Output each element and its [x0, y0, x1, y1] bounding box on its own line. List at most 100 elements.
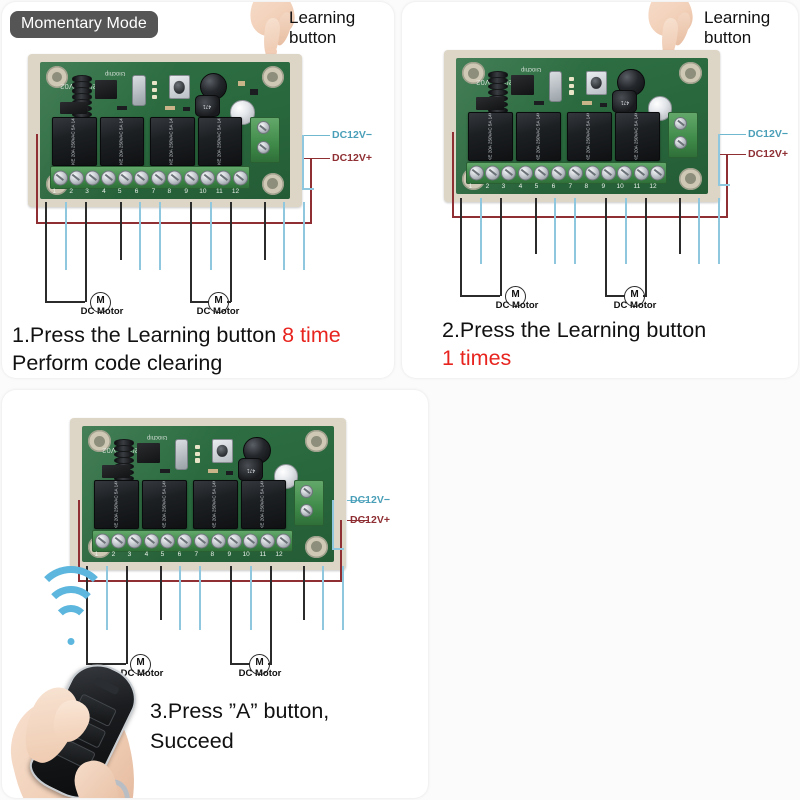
power-terminal-block	[667, 112, 698, 159]
wire-black	[230, 566, 232, 664]
relay-label: GuoKE 20A 250VAC 5A 14VDC	[118, 116, 124, 166]
wifi-signal-icon	[33, 566, 109, 646]
screw-terminal[interactable]	[300, 504, 314, 518]
wire-red	[340, 520, 342, 581]
dc-pos-leader	[347, 520, 369, 522]
wire-black	[45, 202, 47, 302]
dc-neg-label: DC12V−	[748, 128, 788, 140]
relay-4: GuoKE 20A 250VAC 5A 14VDC	[614, 112, 660, 161]
panel-1-caption-line-2: Perform code clearing	[12, 351, 223, 375]
rf-ic	[137, 443, 160, 463]
wire-blue	[139, 202, 141, 270]
wire-blue	[179, 566, 181, 630]
wire-red	[78, 500, 80, 582]
relay-label: GuoKE 20A 250VAC 5A 14VDC	[216, 116, 222, 166]
learning-button[interactable]	[211, 439, 233, 464]
wire-blue	[718, 184, 730, 186]
relay-1: GuoKE 20A 250VAC 5A 14VDC	[468, 112, 514, 161]
board-brand-silkscreen: Giochip	[104, 69, 126, 76]
rf-ic	[94, 79, 118, 99]
panel-3-caption-line-2: Succeed	[150, 729, 234, 753]
panel-step-1: Momentary Mode Learning button KR1204-4-…	[2, 2, 394, 378]
wire-red	[310, 158, 312, 224]
wire-black	[190, 202, 192, 302]
wire-blue	[332, 500, 334, 550]
wire-black	[535, 198, 537, 254]
relay-label: GuoKE 20A 250VAC 5A 14VDC	[70, 116, 76, 166]
output-terminal-block	[465, 161, 668, 185]
wire-blue	[718, 134, 720, 186]
panel-1-caption-line-1: 1.Press the Learning button 8 time	[12, 322, 341, 348]
panel-step-3: KR1204-4-V02 Giochip 471	[2, 390, 428, 798]
wire-red-bus	[78, 580, 342, 582]
panel-2-caption-line-1: 2.Press the Learning button	[442, 318, 707, 342]
screw-terminal[interactable]	[256, 121, 270, 135]
screw-terminal[interactable]	[674, 136, 688, 150]
wire-black	[264, 202, 266, 260]
dc-pos-label: DC12V+	[748, 148, 788, 160]
motor-symbol: M	[505, 286, 526, 307]
pcb: KR1204-4-V02 Giochip 471	[39, 61, 291, 200]
pcb: KR1204-4-V02 Giochip 471	[81, 425, 335, 563]
panel-3-caption-line-1: 3.Press ”A” button,	[150, 699, 330, 723]
wire-black	[120, 202, 122, 260]
wire-blue	[302, 135, 304, 190]
relay-2: GuoKE 20A 250VAC 5A 14VDC	[142, 480, 188, 529]
learning-button-callout: Learning button	[289, 8, 356, 47]
motor-caption: DC Motor	[196, 306, 240, 317]
motor-symbol: M	[130, 654, 151, 675]
wire-red	[36, 134, 38, 224]
inductor-code: 471	[246, 466, 255, 473]
relay-2: GuoKE 20A 250VAC 5A 14VDC	[99, 116, 145, 166]
board-brand-silkscreen: Giochip	[147, 433, 168, 440]
dc-neg-leader	[302, 135, 330, 137]
screw-terminal[interactable]	[256, 140, 270, 154]
wire-blue	[625, 198, 627, 264]
wire-blue	[65, 202, 67, 270]
rf-ic	[511, 75, 534, 95]
inductor: 471	[612, 90, 638, 113]
inductor-code: 471	[203, 102, 212, 109]
wire-blue	[718, 198, 720, 264]
wire-blue	[480, 198, 482, 264]
caption-accent: 8 time	[282, 323, 341, 347]
wire-black	[303, 566, 305, 620]
inductor-code: 471	[620, 98, 629, 105]
wire-blue	[574, 198, 576, 264]
wire-blue	[698, 198, 700, 264]
relay-4: GuoKE 20A 250VAC 5A 14VDC	[197, 116, 243, 166]
wire-black	[679, 198, 681, 254]
mcu-ic	[475, 97, 504, 110]
wire-red-bus	[452, 216, 728, 218]
motor-caption: DC Motor	[238, 668, 282, 679]
wire-blue	[210, 202, 212, 270]
crystal-oscillator	[132, 75, 146, 107]
inductor: 471	[195, 94, 220, 118]
screw-terminal[interactable]	[300, 484, 314, 498]
relay-board: KR1204-4-V02 Giochip 471	[70, 418, 346, 570]
output-terminal-block	[91, 529, 294, 553]
mount-hole	[261, 172, 285, 196]
panel-step-2: Learning button KR1204-4-V02 Giochip	[402, 2, 798, 378]
output-terminal-block	[49, 166, 250, 189]
learning-button[interactable]	[585, 71, 607, 96]
motor-caption: DC Motor	[613, 300, 657, 311]
mcu-ic	[59, 101, 88, 114]
pcb: KR1204-4-V02 Giochip 471	[455, 57, 709, 195]
learning-button-callout: Learning button	[704, 8, 771, 47]
relay-label: GuoKE 20A 250VAC 5A 14VDC	[168, 116, 174, 166]
dc-pos-label: DC12V+	[332, 152, 372, 164]
screw-terminal[interactable]	[674, 116, 688, 130]
motor-caption: DC Motor	[80, 306, 124, 317]
learning-button[interactable]	[168, 75, 190, 100]
motor-caption: DC Motor	[120, 668, 164, 679]
relay-board: KR1204-4-V02 Giochip 471	[444, 50, 720, 202]
wire-black	[230, 202, 232, 302]
wire-blue	[332, 548, 344, 550]
relay-4: GuoKE 20A 250VAC 5A 14VDC	[240, 480, 286, 529]
power-terminal-block	[250, 116, 280, 163]
wire-blue	[554, 198, 556, 264]
relay-3: GuoKE 20A 250VAC 5A 14VDC	[566, 112, 612, 161]
